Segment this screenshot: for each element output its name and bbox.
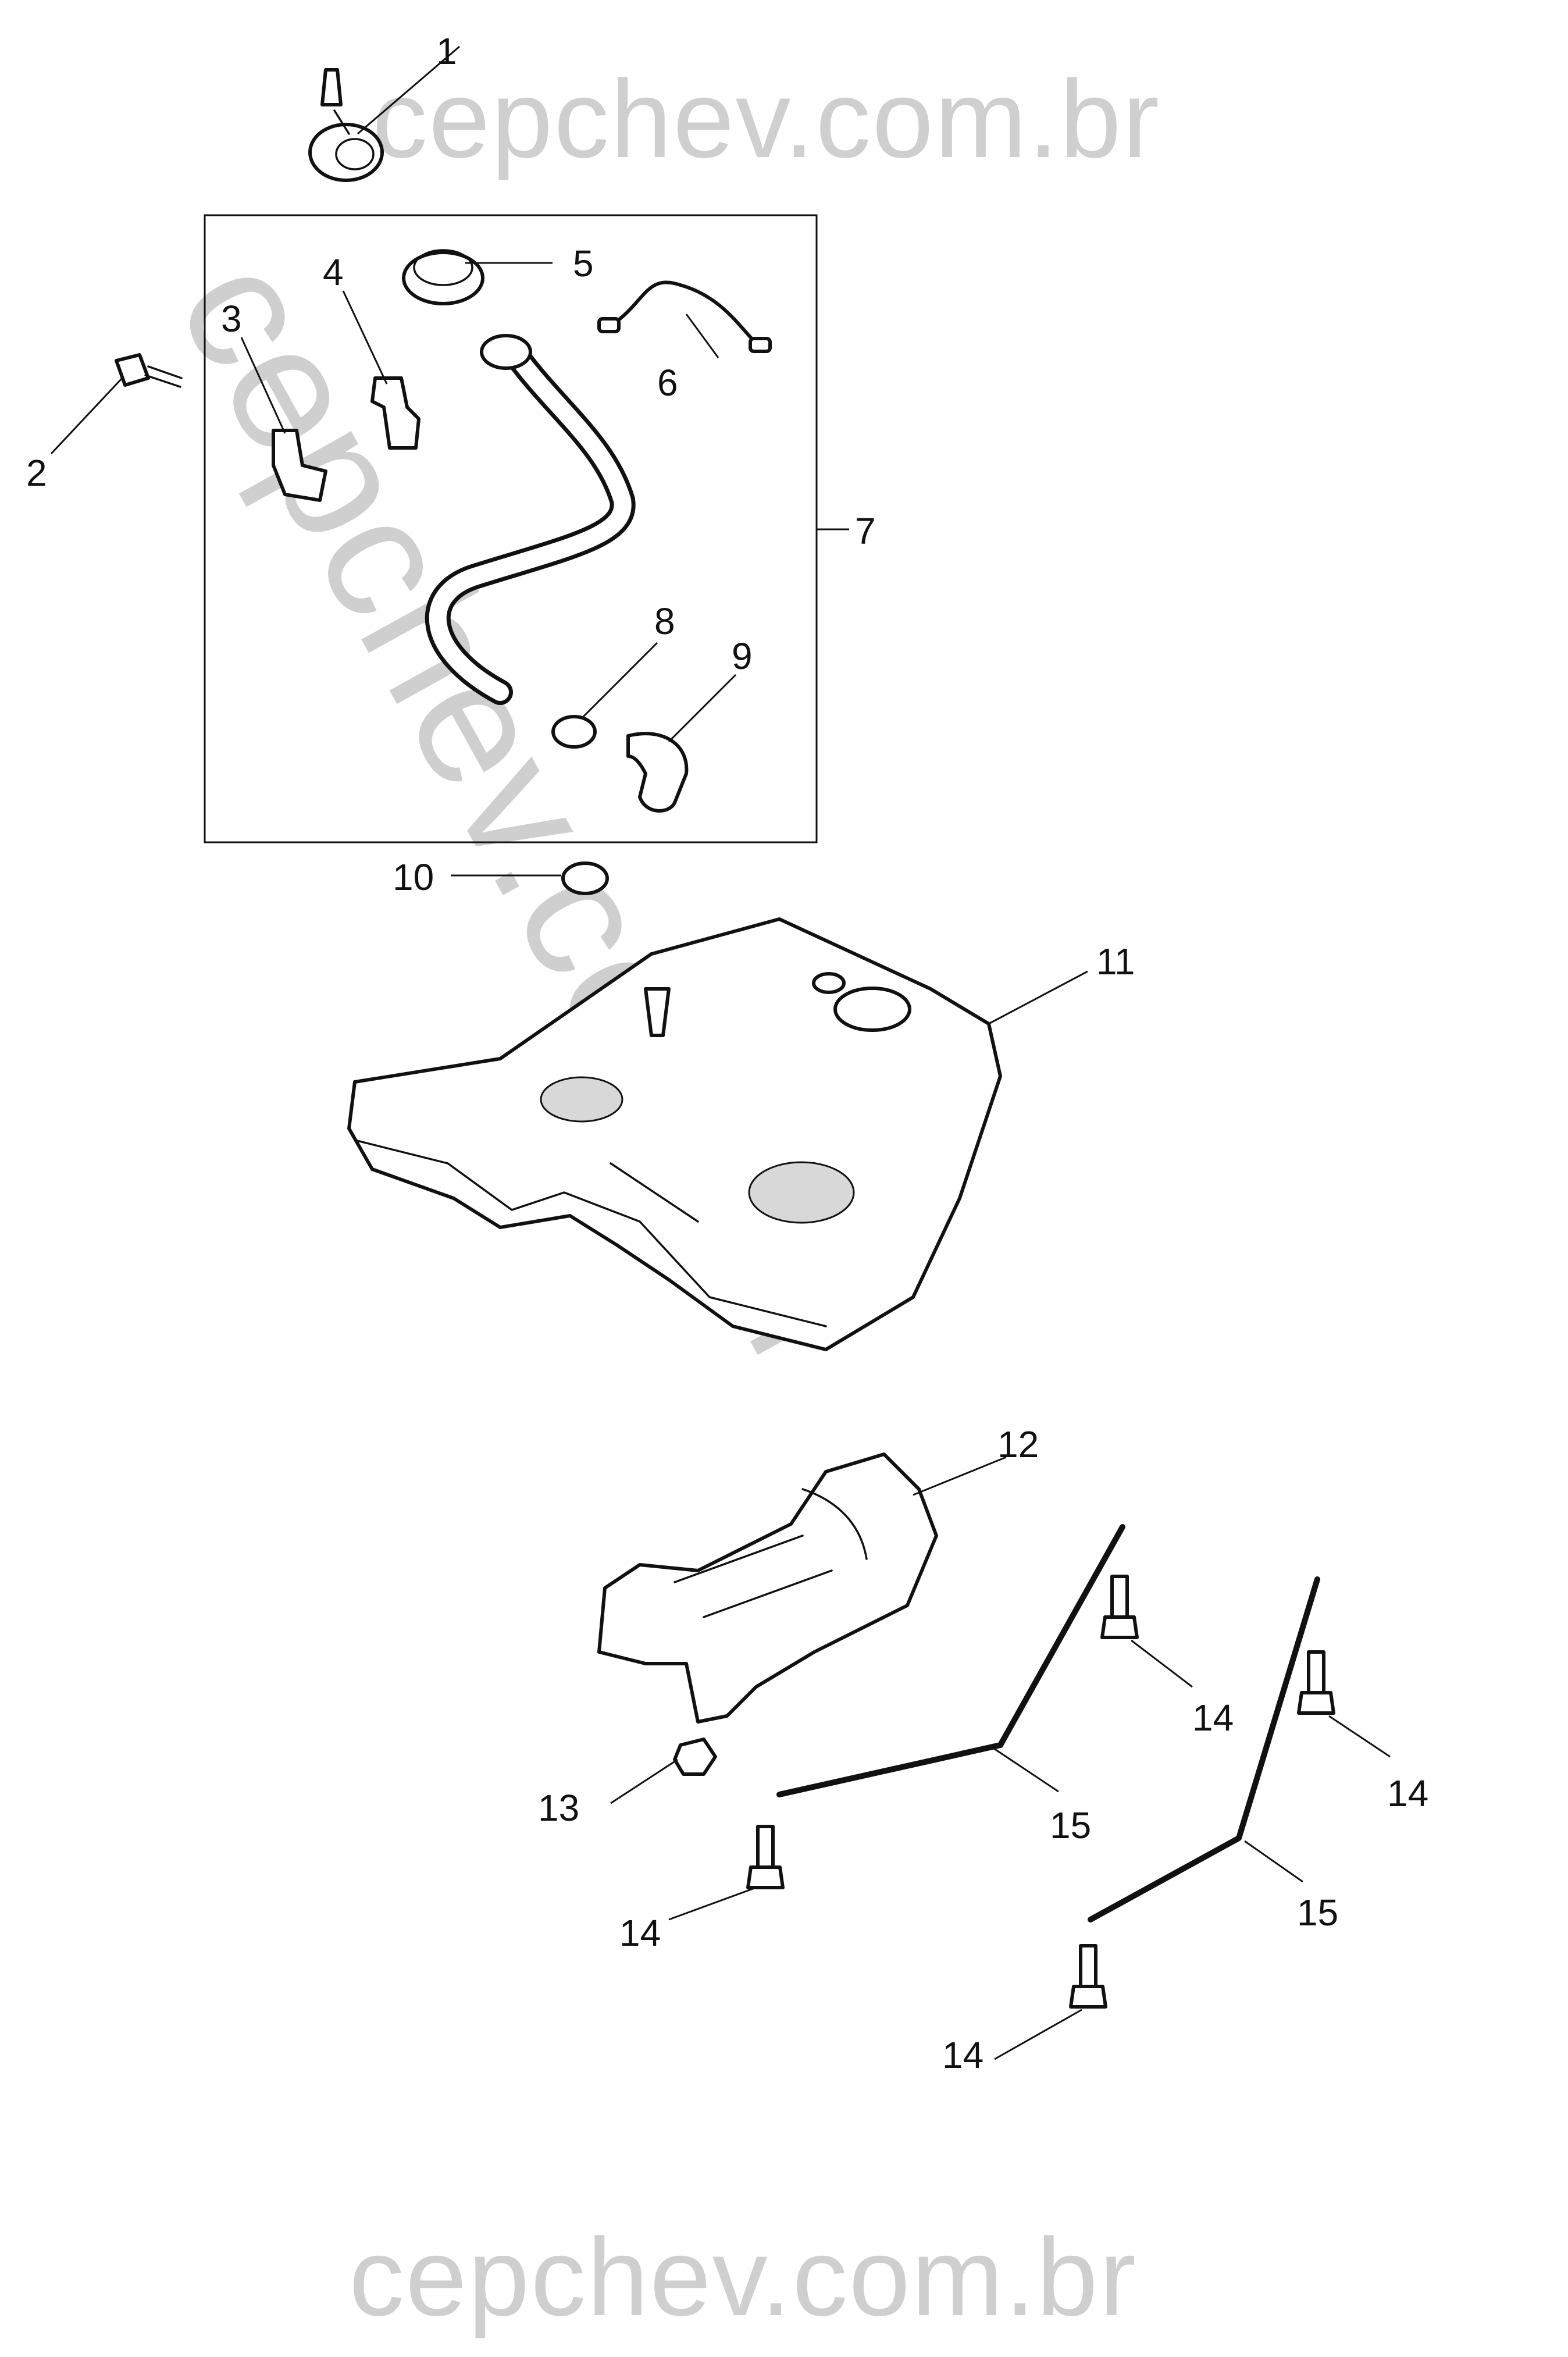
leader-lines	[50, 45, 1391, 2060]
ground-wire	[609, 280, 758, 345]
clamp-10	[561, 861, 609, 895]
callout-5: 5	[573, 243, 594, 284]
strap-15-left	[776, 1524, 1125, 1797]
bolt-14-b	[1297, 1650, 1335, 1715]
callout-14-c: 14	[619, 1912, 661, 1954]
callout-15-a: 15	[1050, 1804, 1091, 1846]
callout-4: 4	[323, 251, 344, 293]
callout-15-b: 15	[1297, 1892, 1338, 1934]
callout-14-a: 14	[1192, 1697, 1234, 1739]
bracket-3	[272, 429, 327, 502]
watermark-bottom: cepchev.com.br	[349, 2216, 1137, 2339]
watermark-top: cepchev.com.br	[372, 58, 1160, 181]
callout-10: 10	[393, 856, 434, 898]
strap-15-right	[1088, 1576, 1320, 1922]
callout-9: 9	[732, 635, 753, 677]
bolt-14-c	[746, 1825, 785, 1889]
bracket-4	[370, 376, 420, 450]
fuel-tank	[347, 917, 1002, 1351]
filler-grommet	[402, 249, 484, 305]
callout-6: 6	[657, 362, 678, 404]
heat-shield	[597, 1452, 938, 1724]
bolt-14-a	[1100, 1575, 1139, 1639]
clamp-8	[551, 715, 597, 749]
bolt-14-d	[1069, 1944, 1107, 2009]
bolt-2	[115, 353, 183, 388]
callout-11: 11	[1096, 941, 1135, 982]
callout-14-b: 14	[1387, 1772, 1428, 1814]
fuel-cap	[308, 68, 384, 182]
filler-neck	[425, 334, 636, 705]
callout-7: 7	[855, 510, 876, 552]
callout-14-d: 14	[942, 2034, 983, 2076]
callout-2: 2	[26, 452, 47, 494]
callout-13: 13	[538, 1787, 579, 1829]
hose-9	[626, 732, 689, 813]
nut-13	[673, 1738, 717, 1776]
callout-3: 3	[221, 298, 242, 340]
callout-8: 8	[654, 600, 675, 642]
callout-1: 1	[436, 30, 457, 72]
callout-12: 12	[997, 1423, 1039, 1465]
